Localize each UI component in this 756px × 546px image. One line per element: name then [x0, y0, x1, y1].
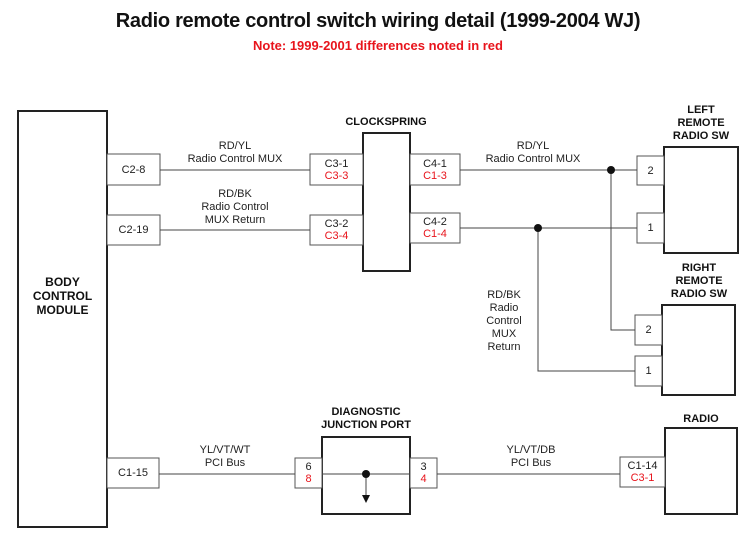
- wire-color: RD/BK: [218, 188, 252, 200]
- pin-main: C3-1: [324, 158, 349, 170]
- bcm-label-line: MODULE: [36, 303, 89, 317]
- pin-box-c3-1: [309, 153, 364, 186]
- wire-desc: PCI Bus: [510, 457, 552, 469]
- left-switch-label-line: LEFT: [687, 104, 715, 116]
- djp-arrow-head: [362, 495, 370, 503]
- wire-desc: Radio Control MUX: [485, 153, 581, 165]
- left-switch-label-line: RADIO SW: [672, 130, 730, 142]
- wire-color: YL/VT/WT: [199, 444, 251, 456]
- wire-desc: Radio: [489, 302, 519, 314]
- right-switch-label: RIGHT REMOTE RADIO SW: [654, 262, 744, 301]
- pin-main: C1-14: [627, 460, 658, 472]
- bcm-label-line: BODY: [45, 275, 80, 289]
- djp-label-line: DIAGNOSTIC: [331, 406, 401, 418]
- wire-desc: Radio Control MUX: [187, 153, 283, 165]
- wire-label-rdbk-2: RD/BK Radio Control MUX Return: [474, 289, 534, 354]
- right-switch-label-line: REMOTE: [675, 275, 723, 287]
- wire-desc: MUX: [491, 328, 517, 340]
- pin-box-left-1: [636, 212, 665, 244]
- pin-djp-3: 3 4: [410, 461, 437, 485]
- left-switch-label: LEFT REMOTE RADIO SW: [656, 104, 746, 143]
- djp-label-line: JUNCTION PORT: [321, 419, 411, 431]
- pin-main: 6: [305, 461, 312, 473]
- pin-c2-19: C2-19: [118, 224, 149, 236]
- djp-label: DIAGNOSTIC JUNCTION PORT: [306, 406, 426, 432]
- pin-box-djp-3: [409, 457, 438, 489]
- pin-box-djp-6: [294, 457, 323, 489]
- pin-c1-15: C1-15: [118, 467, 148, 479]
- pin-left-1: 1: [647, 222, 654, 234]
- pin-alt: 8: [305, 473, 312, 485]
- radio-label: RADIO: [683, 413, 719, 425]
- left-switch-box: [663, 146, 739, 254]
- pin-alt: C3-4: [324, 230, 349, 242]
- bcm-box: [17, 110, 108, 528]
- wire-label-rdyl-2: RD/YL Radio Control MUX: [468, 140, 598, 166]
- pin-box-c1-14: [619, 456, 666, 488]
- right-switch-label-line: RADIO SW: [670, 288, 728, 300]
- wire-rdyl-to-right: [610, 170, 635, 331]
- diagram-note: Note: 1999-2001 differences noted in red: [253, 38, 503, 53]
- pin-alt: C1-4: [423, 228, 447, 240]
- pin-c4-2: C4-2 C1-4: [410, 216, 460, 240]
- wire-rdbk-to-right: [537, 228, 635, 372]
- pin-alt: C3-1: [630, 472, 655, 484]
- splice-dot-rdyl: [607, 166, 615, 174]
- wire-color: RD/YL: [218, 140, 252, 152]
- wire-label-pci-2: YL/VT/DB PCI Bus: [476, 444, 586, 470]
- wire-desc: PCI Bus: [204, 457, 246, 469]
- left-switch-label-line: REMOTE: [677, 117, 725, 129]
- wire-desc: Return: [487, 341, 521, 353]
- pin-left-2: 2: [647, 165, 654, 177]
- wire-label-pci-1: YL/VT/WT PCI Bus: [170, 444, 280, 470]
- pin-c2-8: C2-8: [121, 164, 146, 176]
- wire-desc: MUX Return: [204, 214, 266, 226]
- splice-dot-rdbk: [534, 224, 542, 232]
- pin-alt: C1-3: [423, 170, 447, 182]
- pin-c4-1: C4-1 C1-3: [410, 158, 460, 182]
- pin-c3-1: C3-1 C3-3: [310, 158, 363, 182]
- clockspring-label: CLOCKSPRING: [345, 116, 427, 128]
- wire-color: RD/YL: [516, 140, 550, 152]
- pin-box-c2-19: [106, 214, 161, 246]
- diagram-title: Radio remote control switch wiring detai…: [115, 10, 641, 32]
- pin-djp-6: 6 8: [295, 461, 322, 485]
- splice-dot-djp: [362, 470, 370, 478]
- wire-desc: Control: [486, 315, 522, 327]
- pin-box-c1-15: [106, 457, 160, 489]
- pin-alt: C3-3: [324, 170, 349, 182]
- pin-alt: 4: [420, 473, 427, 485]
- pin-c3-2: C3-2 C3-4: [310, 218, 363, 242]
- pin-main: C3-2: [324, 218, 349, 230]
- pin-box-right-1: [634, 355, 663, 387]
- right-switch-box: [661, 304, 736, 396]
- pin-box-c3-2: [309, 214, 364, 246]
- pin-main: C4-2: [423, 216, 447, 228]
- pin-right-2: 2: [645, 324, 652, 336]
- pin-box-c2-8: [106, 153, 161, 186]
- wire-label-rdbk-1: RD/BK Radio Control MUX Return: [170, 188, 300, 227]
- wire-label-rdyl-1: RD/YL Radio Control MUX: [170, 140, 300, 166]
- bcm-label-line: CONTROL: [32, 289, 93, 303]
- pin-main: 3: [420, 461, 427, 473]
- pin-right-1: 1: [645, 365, 652, 377]
- wire-desc: Radio Control: [201, 201, 269, 213]
- pin-c1-14: C1-14 C3-1: [620, 460, 665, 484]
- wire-color: RD/BK: [487, 289, 521, 301]
- clockspring-box: [362, 132, 411, 272]
- right-switch-label-line: RIGHT: [681, 262, 717, 274]
- radio-box: [664, 427, 738, 515]
- bcm-label: BODY CONTROL MODULE: [18, 275, 107, 317]
- wire-color: YL/VT/DB: [506, 444, 556, 456]
- pin-main: C4-1: [423, 158, 447, 170]
